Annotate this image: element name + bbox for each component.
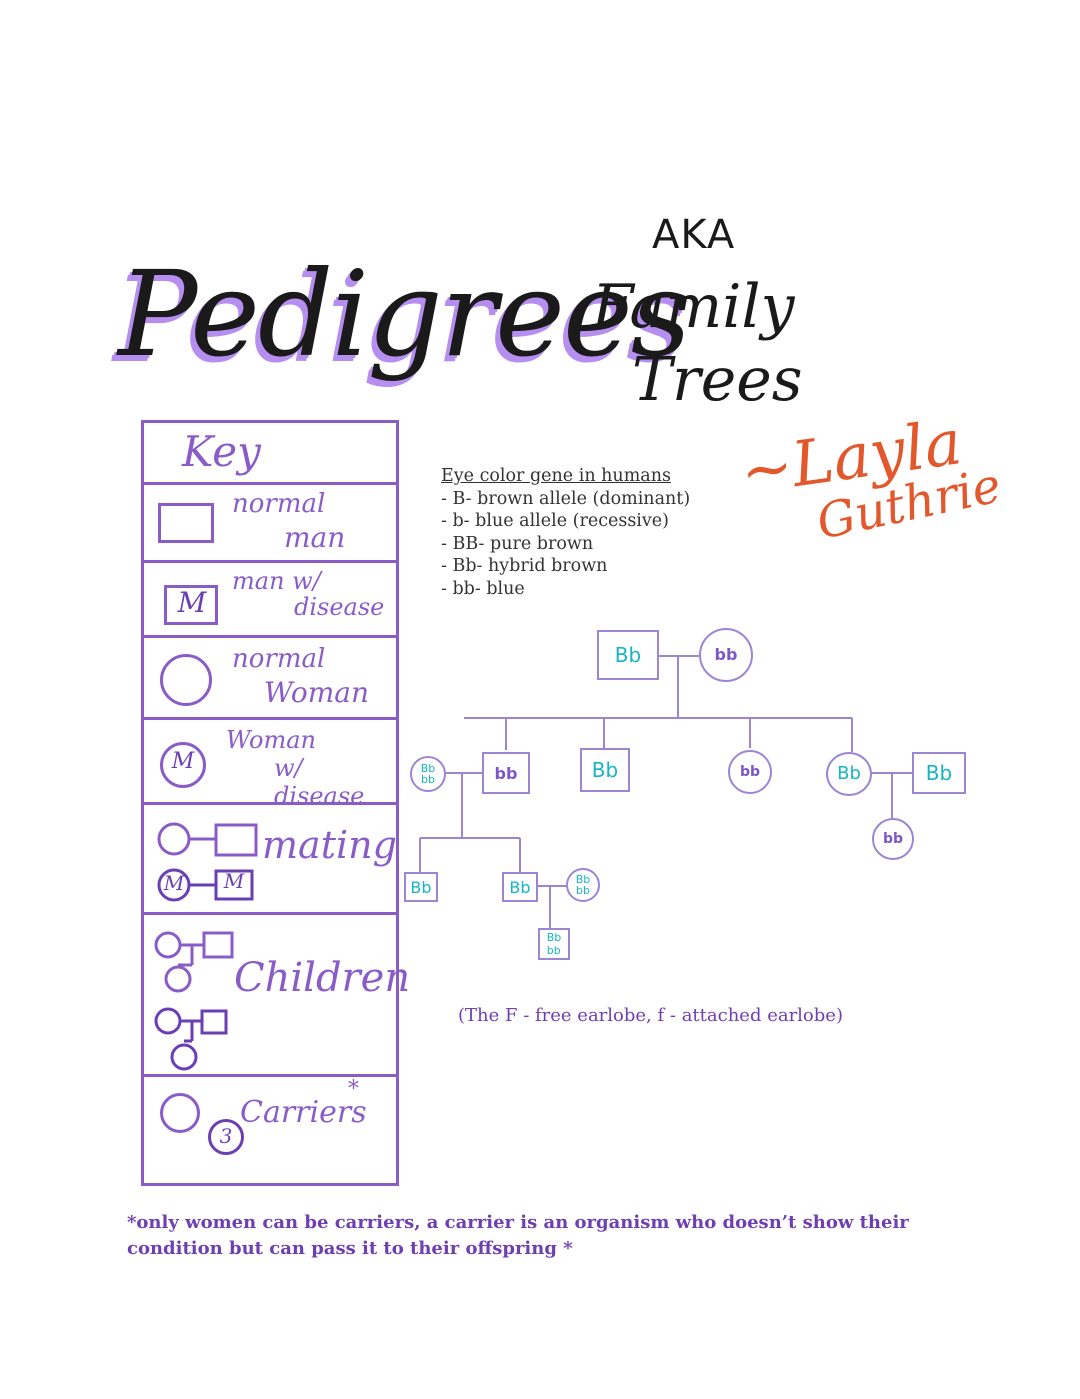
circle-symbol: [160, 654, 212, 706]
legend-item: - BB- pure brown: [441, 533, 594, 554]
pedigree-affected-male: bb: [482, 752, 530, 794]
pedigree-female-child: Bb: [826, 752, 872, 796]
key-label: w/ disease: [274, 754, 365, 810]
page-title: Pedigrees: [118, 245, 691, 383]
square-symbol: [158, 503, 214, 543]
disease-mark: M: [223, 869, 245, 893]
scribble-mark: bb: [882, 831, 904, 847]
key-row-carriers: 3 Carriers *: [144, 1077, 396, 1183]
pedigree-mother-affected: bb: [699, 628, 753, 682]
disease-mark: M: [177, 586, 207, 619]
key-row-children: Children: [144, 915, 410, 1077]
subtitle-aka: AKA: [652, 212, 736, 258]
key-header: Key: [182, 427, 261, 476]
key-label: normal: [232, 489, 326, 519]
key-label: normal: [232, 644, 326, 674]
shaded-circle-symbol: M: [160, 742, 206, 788]
key-row-man-disease: M man w/ disease: [144, 563, 396, 638]
key-row-woman-disease: M Woman w/ disease: [144, 720, 396, 810]
circle-symbol: [160, 1093, 200, 1133]
mating-symbol: [157, 822, 258, 902]
legend-item: - b- blue allele (recessive): [441, 511, 669, 531]
key-label: mating: [262, 823, 397, 867]
scribble-mark: bb: [714, 645, 738, 664]
key-label: Children: [234, 955, 411, 1001]
carriers-footnote: *only women can be carriers, a carrier i…: [127, 1212, 909, 1259]
scribble-mark: bb: [739, 764, 761, 780]
key-row-mating: M M mating: [144, 805, 397, 915]
pedigree-male-child: Bb: [580, 748, 630, 792]
pedigree-grandson-2: Bb: [502, 872, 538, 902]
shaded-square-symbol: M: [164, 585, 218, 625]
key-label: Woman: [264, 676, 370, 709]
legend-item: - bb- blue: [441, 578, 525, 599]
key-label: Carriers: [240, 1095, 367, 1130]
carrier-star: *: [348, 1077, 359, 1102]
key-label: disease: [294, 593, 385, 621]
legend-item: - Bb- hybrid brown: [441, 556, 608, 576]
key-label: man: [284, 521, 346, 554]
key-row-normal-man: normal man: [144, 485, 396, 563]
pedigree-male-spouse: Bb: [912, 752, 966, 794]
pedigree-grandson-1: Bb: [404, 872, 438, 902]
subtitle-family: Family: [592, 272, 795, 342]
disease-mark: M: [171, 749, 195, 774]
eye-color-legend: Eye color gene in humans - B- brown alle…: [441, 465, 690, 600]
carrier-circle-symbol: 3: [208, 1119, 244, 1155]
key-table: Key normal man M man w/ disease normal W…: [141, 420, 410, 1186]
pedigree-affected-granddaughter: bb: [872, 818, 914, 860]
legend-heading: Eye color gene in humans: [441, 466, 671, 486]
key-label: Woman: [226, 726, 317, 754]
key-label: man w/: [232, 567, 321, 595]
pedigree-affected-female: bb: [728, 750, 772, 794]
earlobe-note: (The F - free earlobe, f - attached earl…: [458, 1005, 843, 1026]
key-header-row: Key: [144, 423, 396, 485]
legend-item: - B- brown allele (dominant): [441, 488, 691, 509]
subtitle-trees: Trees: [632, 345, 803, 415]
carrier-mark: 3: [219, 1124, 233, 1148]
key-row-normal-woman: normal Woman: [144, 638, 396, 720]
disease-mark: M: [163, 871, 185, 895]
scribble-mark: bb: [494, 763, 518, 783]
children-symbol: [154, 931, 234, 1071]
pedigree-father: Bb: [597, 630, 659, 680]
